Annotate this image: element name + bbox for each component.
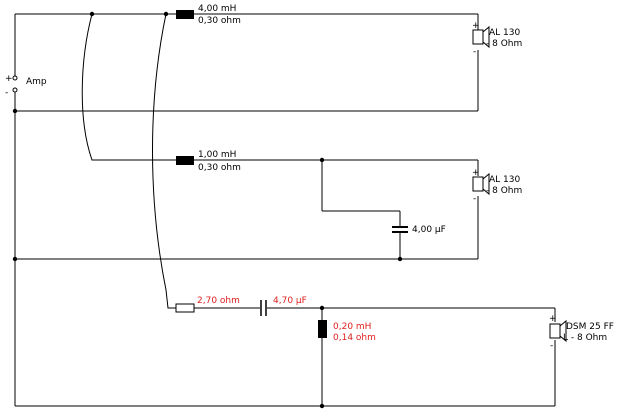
- junction-dot: [12, 108, 18, 114]
- inductor-resistance: 0,30 ohm: [198, 163, 241, 173]
- branch-2: 1,00 mH 0,30 ohm 4,00 µF + - AL 130 - 8 …: [12, 150, 522, 262]
- capacitor-value: 4,00 µF: [412, 225, 446, 235]
- speaker-cone: [559, 319, 567, 343]
- amp-positive-terminal: [12, 75, 18, 81]
- speaker-minus-sign: -: [550, 341, 553, 351]
- speaker-name: AL 130: [489, 28, 520, 38]
- inductor-value: 4,00 mH: [198, 4, 236, 14]
- resistor-symbol: [175, 303, 195, 313]
- speaker-minus-sign: -: [473, 47, 476, 57]
- inductor-resistance: 0,30 ohm: [198, 16, 241, 26]
- speaker-cone: [482, 25, 490, 49]
- inductor-value: 0,20 mH: [333, 322, 371, 332]
- speaker-impedance: - 8 Ohm: [486, 186, 522, 196]
- speaker-name: AL 130: [489, 175, 520, 185]
- resistor-value: 2,70 ohm: [197, 296, 240, 306]
- speaker-icon: [472, 172, 490, 196]
- inductor-symbol: [176, 10, 194, 19]
- amp-label: Amp: [26, 77, 47, 87]
- speaker-plus-sign: +: [549, 314, 557, 324]
- junction-dot: [397, 256, 403, 262]
- speaker-impedance: - 8 Ohm: [486, 39, 522, 49]
- feeder-wire-branch2: [81, 13, 176, 161]
- amp-terminals: + - Amp: [5, 14, 47, 406]
- speaker-plus-sign: +: [472, 168, 480, 178]
- speaker-plus-sign: +: [472, 21, 480, 31]
- amp-negative-terminal: [12, 87, 18, 93]
- junction-dot: [12, 256, 18, 262]
- inductor-resistance: 0,14 ohm: [333, 333, 376, 343]
- speaker-icon: [472, 25, 490, 49]
- speaker-minus-sign: -: [473, 194, 476, 204]
- speaker-name: DSM 25 FF: [566, 322, 614, 332]
- speaker-cone: [482, 172, 490, 196]
- speaker-body: [472, 29, 484, 45]
- inductor-symbol: [176, 156, 194, 165]
- amp-plus-sign: +: [5, 74, 13, 84]
- amp-minus-sign: -: [5, 88, 8, 98]
- branch-1: 4,00 mH 0,30 ohm + - AL 130 - 8 Ohm: [12, 4, 522, 114]
- branch-3: 2,70 ohm 4,70 µF 0,20 mH 0,14 ohm + - DS…: [15, 296, 614, 409]
- speaker-impedance: L - 8 Ohm: [563, 333, 607, 343]
- speaker-icon: [549, 319, 567, 343]
- inductor-symbol: [318, 320, 327, 338]
- inductor-value: 1,00 mH: [198, 150, 236, 160]
- capacitor-value: 4,70 µF: [273, 296, 307, 306]
- speaker-body: [472, 176, 484, 192]
- speaker-body: [549, 323, 561, 339]
- feeder-wire-branch3: [152, 13, 176, 309]
